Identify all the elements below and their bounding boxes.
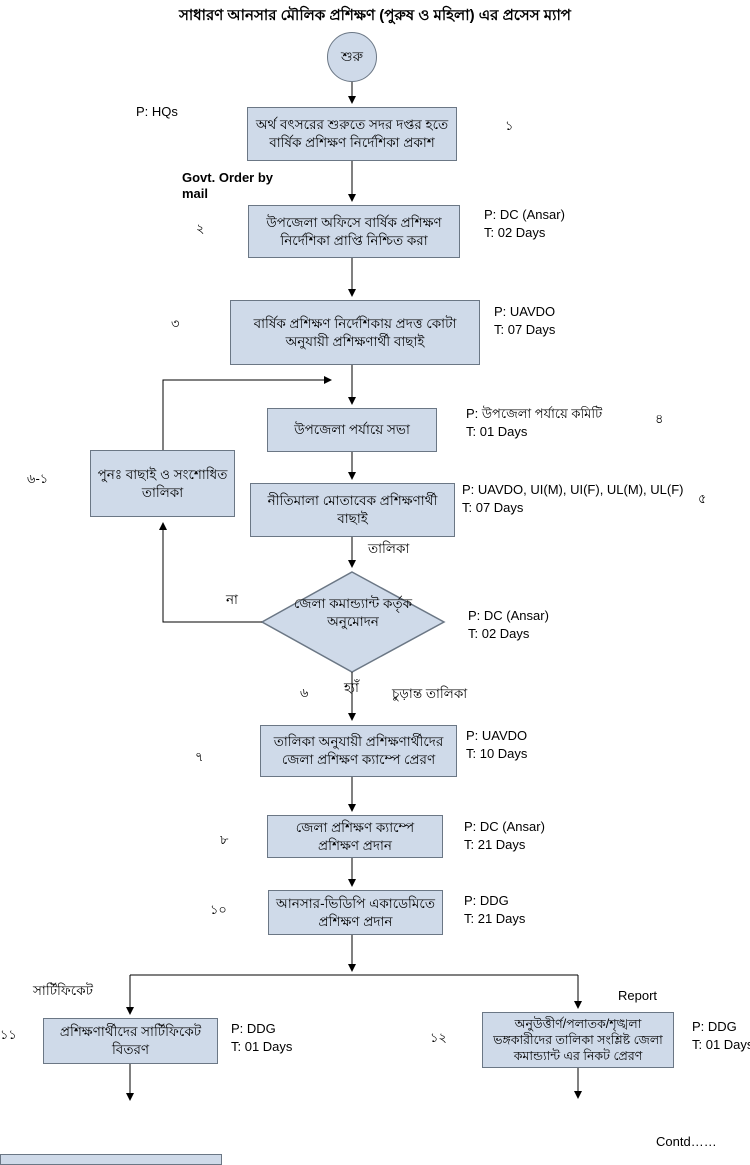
step-number-6: ৬ (300, 685, 309, 700)
continuation-box-sliver (0, 1154, 222, 1165)
step-number-7: ৭ (195, 749, 204, 764)
pt-label-8-p: P: DC (Ansar) (464, 819, 545, 834)
process-box-5-text: নীতিমালা মোতাবেক প্রশিক্ষণার্থী বাছাই (267, 493, 438, 526)
rework-box: পুনঃ বাছাই ও সংশোধিত তালিকা (90, 450, 235, 517)
process-box-12: অনুউত্তীর্ণ/পলাতক/শৃঙ্খলা ভঙ্গকারীদের তা… (482, 1012, 674, 1068)
pt-label-3: P: UAVDO T: 07 Days (494, 303, 555, 338)
pt-label-6-p: P: DC (Ansar) (468, 608, 549, 623)
pt-label-7: P: UAVDO T: 10 Days (466, 727, 527, 762)
pt-label-2-t: T: 02 Days (484, 224, 546, 240)
edge-label-talika: তালিকা (368, 541, 410, 556)
pt-label-4-p: P: উপজেলা পর্যায়ে কমিটি (466, 406, 603, 421)
pt-label-10-p: P: DDG (464, 893, 509, 908)
edge-label-govt-order: Govt. Order by mail (182, 170, 274, 202)
edge-label-yes: হ্যাঁ (344, 680, 359, 695)
start-label: শুরু (341, 49, 363, 65)
pt-label-3-t: T: 07 Days (494, 321, 556, 337)
edge-label-certificate: সার্টিফিকেট (33, 983, 94, 998)
pt-label-10-t: T: 21 Days (464, 910, 526, 926)
pt-label-6: P: DC (Ansar) T: 02 Days (468, 607, 549, 642)
process-box-12-text: অনুউত্তীর্ণ/পলাতক/শৃঙ্খলা ভঙ্গকারীদের তা… (493, 1016, 663, 1064)
decision-diamond-text: জেলা কমান্ড্যান্ট কর্তৃক অনুমোদন (293, 596, 413, 629)
pt-label-10: P: DDG T: 21 Days (464, 892, 525, 927)
step-number-6-1: ৬-১ (27, 471, 49, 486)
pt-label-11-t: T: 01 Days (231, 1038, 293, 1054)
pt-label-3-p: P: UAVDO (494, 304, 556, 319)
step-number-5: ৫ (698, 491, 707, 506)
actor-label-hqs: P: HQs (136, 104, 178, 119)
pt-label-2: P: DC (Ansar) T: 02 Days (484, 206, 565, 241)
pt-label-8-t: T: 21 Days (464, 836, 526, 852)
step-number-10: ১০ (210, 902, 227, 917)
step-number-12: ১২ (430, 1030, 447, 1045)
pt-label-8: P: DC (Ansar) T: 21 Days (464, 818, 545, 853)
rework-box-text: পুনঃ বাছাই ও সংশোধিত তালিকা (97, 466, 228, 500)
start-node: শুরু (327, 32, 377, 82)
process-box-10: আনসার-ভিডিপি একাডেমিতে প্রশিক্ষণ প্রদান (268, 890, 443, 935)
step-number-2: ২ (196, 221, 205, 236)
process-box-7-text: তালিকা অনুযায়ী প্রশিক্ষণার্থীদের জেলা প… (273, 734, 444, 767)
contd-label: Contd…… (656, 1134, 717, 1149)
pt-label-2-p: P: DC (Ansar) (484, 207, 565, 222)
pt-label-12-p: P: DDG (692, 1019, 737, 1034)
pt-label-12-t: T: 01 Days (692, 1036, 750, 1052)
pt-label-7-t: T: 10 Days (466, 745, 528, 761)
page-title: সাধারণ আনসার মৌলিক প্রশিক্ষণ (পুরুষ ও মহ… (179, 7, 571, 24)
process-box-10-text: আনসার-ভিডিপি একাডেমিতে প্রশিক্ষণ প্রদান (276, 895, 435, 929)
process-box-2: উপজেলা অফিসে বার্ষিক প্রশিক্ষণ নির্দেশিক… (248, 205, 460, 258)
pt-label-11: P: DDG T: 01 Days (231, 1020, 292, 1055)
step-number-1: ১ (505, 118, 514, 133)
process-box-8-text: জেলা প্রশিক্ষণ ক্যাম্পে প্রশিক্ষণ প্রদান (295, 819, 415, 853)
process-box-7: তালিকা অনুযায়ী প্রশিক্ষণার্থীদের জেলা প… (260, 725, 457, 777)
pt-label-5-t: T: 07 Days (462, 499, 524, 515)
process-box-2-text: উপজেলা অফিসে বার্ষিক প্রশিক্ষণ নির্দেশিক… (266, 214, 442, 248)
step-number-8: ৮ (220, 832, 229, 847)
process-box-5: নীতিমালা মোতাবেক প্রশিক্ষণার্থী বাছাই (250, 483, 455, 537)
process-box-11-text: প্রশিক্ষণার্থীদের সার্টিফিকেট বিতরণ (59, 1024, 202, 1057)
process-box-4: উপজেলা পর্যায়ে সভা (267, 408, 437, 452)
edge-label-no: না (226, 592, 238, 607)
pt-label-4: P: উপজেলা পর্যায়ে কমিটি T: 01 Days (466, 405, 602, 440)
pt-label-7-p: P: UAVDO (466, 728, 528, 743)
pt-label-5: P: UAVDO, UI(M), UI(F), UL(M), UL(F) T: … (462, 481, 683, 516)
process-box-1-text: অর্থ বৎসরের শুরুতে সদর দপ্তর হতে বার্ষিক… (255, 117, 449, 150)
step-number-11: ১১ (0, 1027, 17, 1042)
process-box-1: অর্থ বৎসরের শুরুতে সদর দপ্তর হতে বার্ষিক… (247, 107, 457, 161)
process-box-4-text: উপজেলা পর্যায়ে সভা (294, 422, 410, 438)
pt-label-11-p: P: DDG (231, 1021, 276, 1036)
process-box-3-text: বার্ষিক প্রশিক্ষণ নির্দেশিকায় প্রদত্ত ক… (253, 315, 457, 349)
pt-label-5-p: P: UAVDO, UI(M), UI(F), UL(M), UL(F) (462, 482, 684, 497)
pt-label-12: P: DDG T: 01 Days (692, 1018, 750, 1053)
step-number-3: ৩ (171, 316, 180, 331)
step-number-4: ৪ (655, 411, 664, 426)
process-box-3: বার্ষিক প্রশিক্ষণ নির্দেশিকায় প্রদত্ত ক… (230, 300, 480, 365)
pt-label-6-t: T: 02 Days (468, 625, 530, 641)
process-box-8: জেলা প্রশিক্ষণ ক্যাম্পে প্রশিক্ষণ প্রদান (267, 815, 443, 858)
process-box-11: প্রশিক্ষণার্থীদের সার্টিফিকেট বিতরণ (43, 1018, 218, 1064)
pt-label-4-t: T: 01 Days (466, 423, 528, 439)
edge-label-report: Report (618, 988, 658, 1003)
edge-label-final-list: চুড়ান্ত তালিকা (392, 686, 468, 701)
